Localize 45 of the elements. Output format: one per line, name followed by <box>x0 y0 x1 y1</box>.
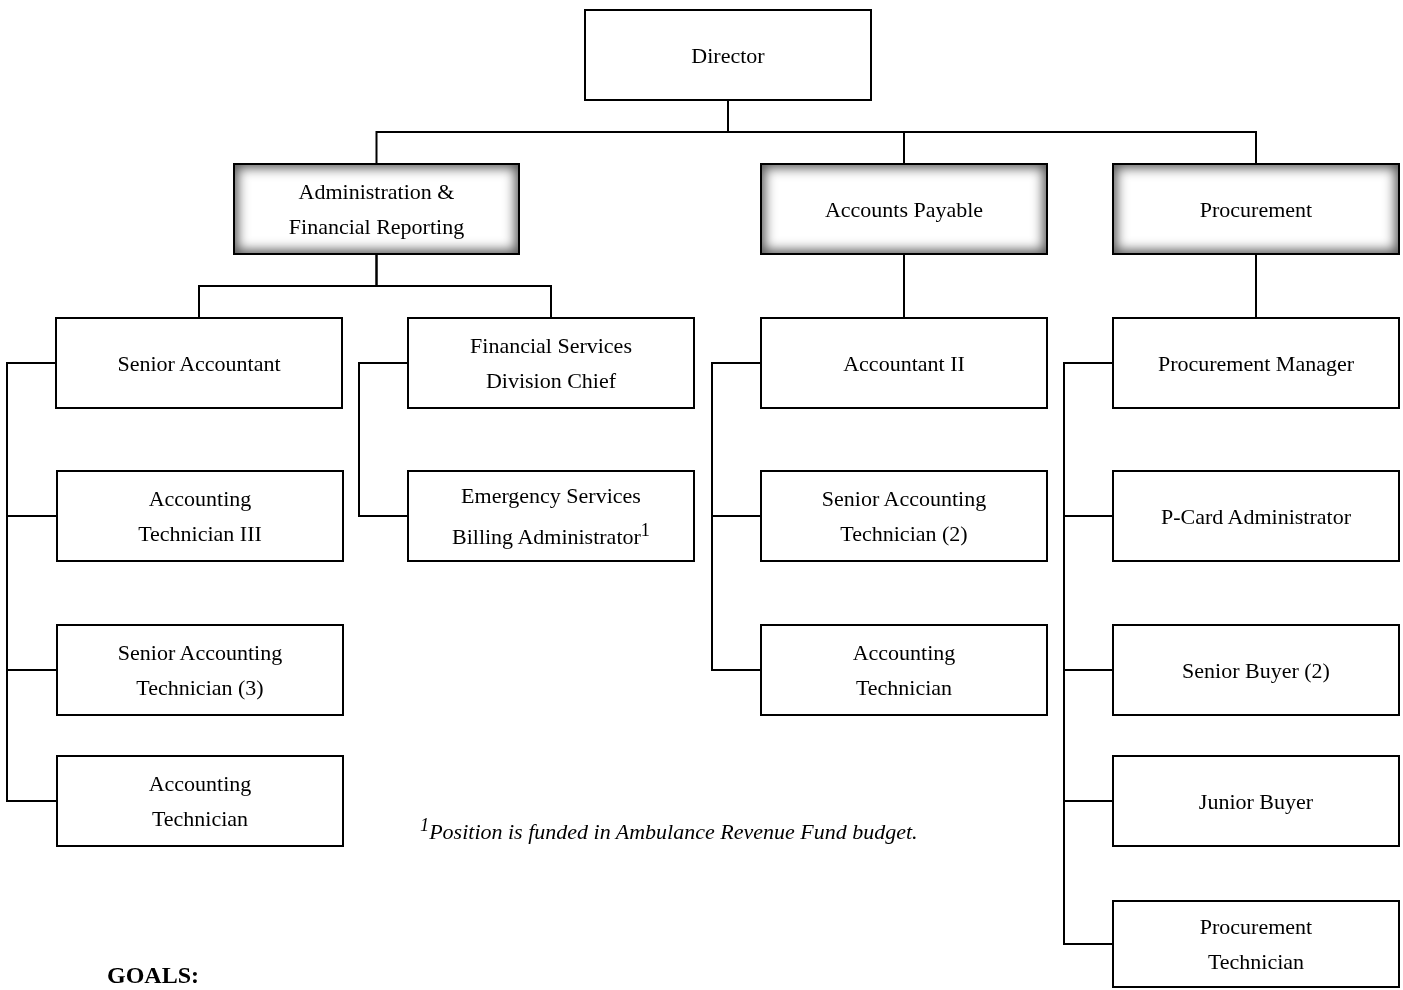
position-title: Director <box>691 41 765 70</box>
position-box <box>760 624 1048 716</box>
position-title: Procurement <box>1199 195 1313 224</box>
position-title: Senior Buyer (2) <box>1182 656 1330 685</box>
position-box <box>56 470 344 562</box>
position-box <box>56 755 344 847</box>
position-box <box>1112 317 1400 409</box>
position-title: Senior Accountant <box>117 349 281 378</box>
position-box <box>1112 624 1400 716</box>
position-title: Accounting Technician III <box>137 485 263 548</box>
position-box <box>760 317 1048 409</box>
position-title: Senior Accounting Technician (2) <box>820 485 988 548</box>
department-box <box>760 163 1048 255</box>
position-title: Financial Services Division Chief <box>469 332 633 395</box>
department-box <box>233 163 520 255</box>
connector-line <box>6 362 57 802</box>
position-box <box>55 317 343 409</box>
connector-line <box>903 254 905 318</box>
position-box <box>760 470 1048 562</box>
position-box <box>1112 755 1400 847</box>
position-title: Procurement Technician <box>1198 913 1314 976</box>
connector-line <box>711 362 761 671</box>
connector-line <box>1063 362 1113 945</box>
position-box <box>1112 470 1400 562</box>
connector-line <box>1255 254 1257 318</box>
connector-line <box>358 362 408 517</box>
connector-line <box>375 254 552 318</box>
position-box <box>56 624 344 716</box>
position-title: Administration & Financial Reporting <box>287 178 466 241</box>
position-title: Junior Buyer <box>1198 787 1314 816</box>
position-title: Emergency Services Billing Administrator$^{1}$ <box>451 481 651 552</box>
position-title: P-Card Administrator <box>1160 502 1351 531</box>
position-title: Senior Accounting Technician (3) <box>116 639 284 702</box>
position-title: Accounts Payable <box>824 195 984 224</box>
position-box <box>1112 900 1400 988</box>
position-box <box>407 470 695 562</box>
position-title: Accountant II <box>843 349 965 378</box>
position-title: Accounting Technician <box>147 770 253 833</box>
section-heading: GOALS: <box>107 962 199 989</box>
position-box <box>407 317 695 409</box>
position-title: Accounting Technician <box>851 639 957 702</box>
department-box <box>1112 163 1400 255</box>
position-title: Procurement Manager <box>1157 349 1355 378</box>
footnote: $^{1}$Position is funded in Ambulance Revenue Fund budget. <box>420 815 918 846</box>
position-box <box>584 9 872 101</box>
